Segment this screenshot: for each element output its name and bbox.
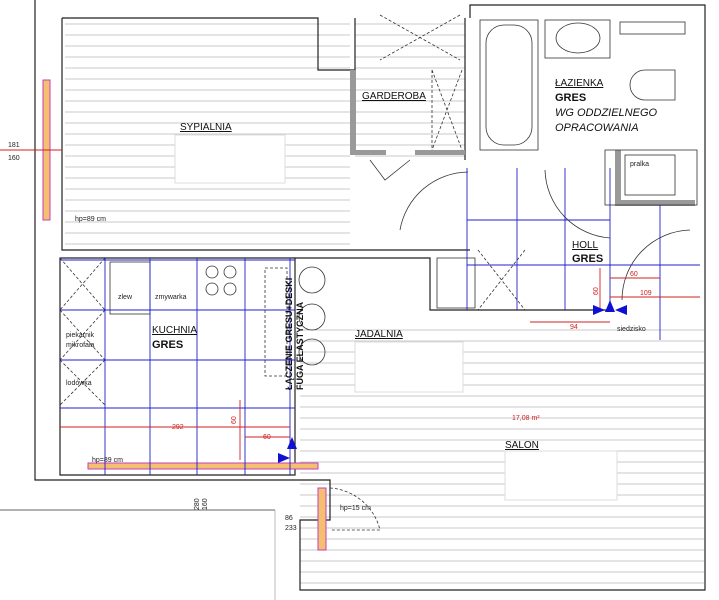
dim-balcony-bottom: 233 bbox=[285, 525, 297, 532]
bedroom-window-hp: hp=89 cm bbox=[75, 216, 106, 223]
washer-label: pralka bbox=[630, 161, 649, 168]
dim-hall-109: 109 bbox=[640, 290, 652, 297]
room-label-hall: HOLL bbox=[572, 240, 599, 251]
dim-kitchen-window-top: 280 bbox=[194, 498, 201, 510]
dining-table bbox=[354, 341, 464, 393]
fridge-label: lodówka bbox=[66, 380, 92, 387]
sofa bbox=[504, 450, 618, 501]
dim-hall-60-vertical: 60 bbox=[593, 287, 600, 295]
tile-grid bbox=[60, 168, 700, 475]
room-label-dining: JADALNIA bbox=[355, 329, 403, 340]
bathroom-note-1: WG ODDZIELNEGO bbox=[555, 107, 658, 119]
room-label-bathroom: ŁAZIENKA bbox=[555, 78, 604, 89]
bathroom-note-2: OPRACOWANIA bbox=[555, 122, 639, 134]
sink-label: zlew bbox=[118, 294, 133, 301]
room-label-kitchen: KUCHNIA bbox=[152, 325, 197, 336]
joint-note-1: ŁĄCZENIE GRESU+DESKI bbox=[284, 278, 294, 390]
oven-label: piekarnik bbox=[66, 332, 95, 339]
dim-bedroom-window-bottom: 160 bbox=[8, 155, 20, 162]
living-area: 17,08 m² bbox=[512, 415, 540, 422]
room-label-living: SALON bbox=[505, 440, 539, 451]
dim-kitchen-292: 292 bbox=[172, 424, 184, 431]
hall-floor: GRES bbox=[572, 253, 603, 265]
balcony-door-hp: hp=15 cm bbox=[340, 505, 371, 512]
room-label-wardrobe: GARDEROBA bbox=[362, 91, 426, 102]
microwave-label: mikrofala bbox=[66, 342, 95, 349]
kitchen-window-hp: hp=89 cm bbox=[92, 457, 123, 464]
dim-kitchen-60-vertical: 60 bbox=[231, 416, 238, 424]
dimension-lines bbox=[0, 149, 700, 463]
joint-note-2: FUGA ELASTYCZNA bbox=[295, 301, 305, 390]
dim-bedroom-window-top: 181 bbox=[8, 142, 20, 149]
dim-kitchen-window-bottom: 160 bbox=[202, 498, 209, 510]
seat-label: siedzisko bbox=[617, 326, 646, 333]
dim-balcony-top: 86 bbox=[285, 515, 293, 522]
dim-hall-94: 94 bbox=[570, 324, 578, 331]
bed bbox=[174, 134, 286, 184]
dim-kitchen-60: 60 bbox=[263, 434, 271, 441]
dim-hall-60: 60 bbox=[630, 271, 638, 278]
bathroom-floor: GRES bbox=[555, 92, 586, 104]
dishwasher-label: zmywarka bbox=[155, 294, 187, 301]
kitchen-floor: GRES bbox=[152, 339, 183, 351]
room-label-bedroom: SYPIALNIA bbox=[180, 122, 232, 133]
